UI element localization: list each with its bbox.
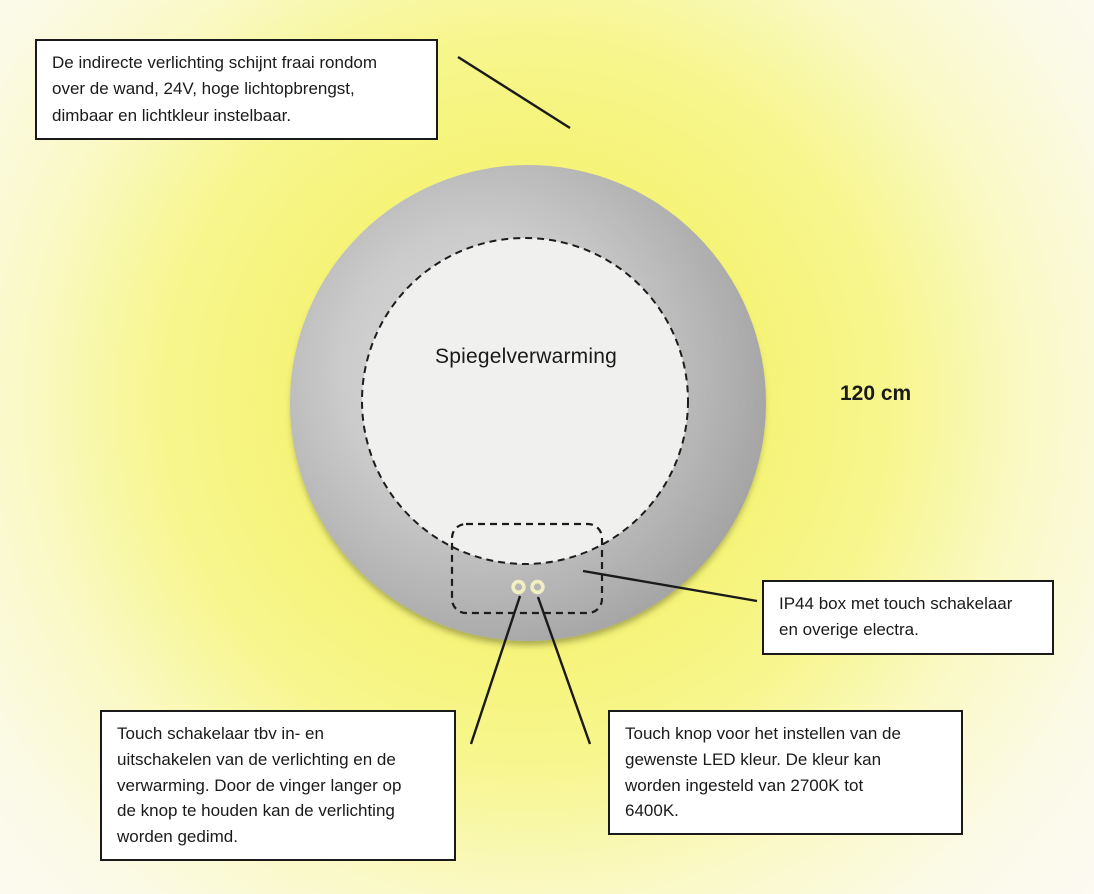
touch-button-led-color[interactable] <box>530 579 545 595</box>
callout-touch-color: Touch knop voor het instellen van de gew… <box>608 710 963 836</box>
touch-button-power-dim[interactable] <box>511 579 526 595</box>
mirror-body <box>290 165 766 641</box>
dimension-label: 120 cm <box>840 382 912 405</box>
callout-touch-switch: Touch schakelaar tbv in- en uitschakelen… <box>100 710 456 862</box>
mirror-heating-label: Spiegelverwarming <box>435 345 617 368</box>
callout-indirect-lighting: De indirecte verlichting schijnt fraai r… <box>35 39 438 141</box>
leader-line-indirect-lighting <box>457 55 571 130</box>
callout-ip44-box: IP44 box met touch schakelaar en overige… <box>762 580 1054 655</box>
